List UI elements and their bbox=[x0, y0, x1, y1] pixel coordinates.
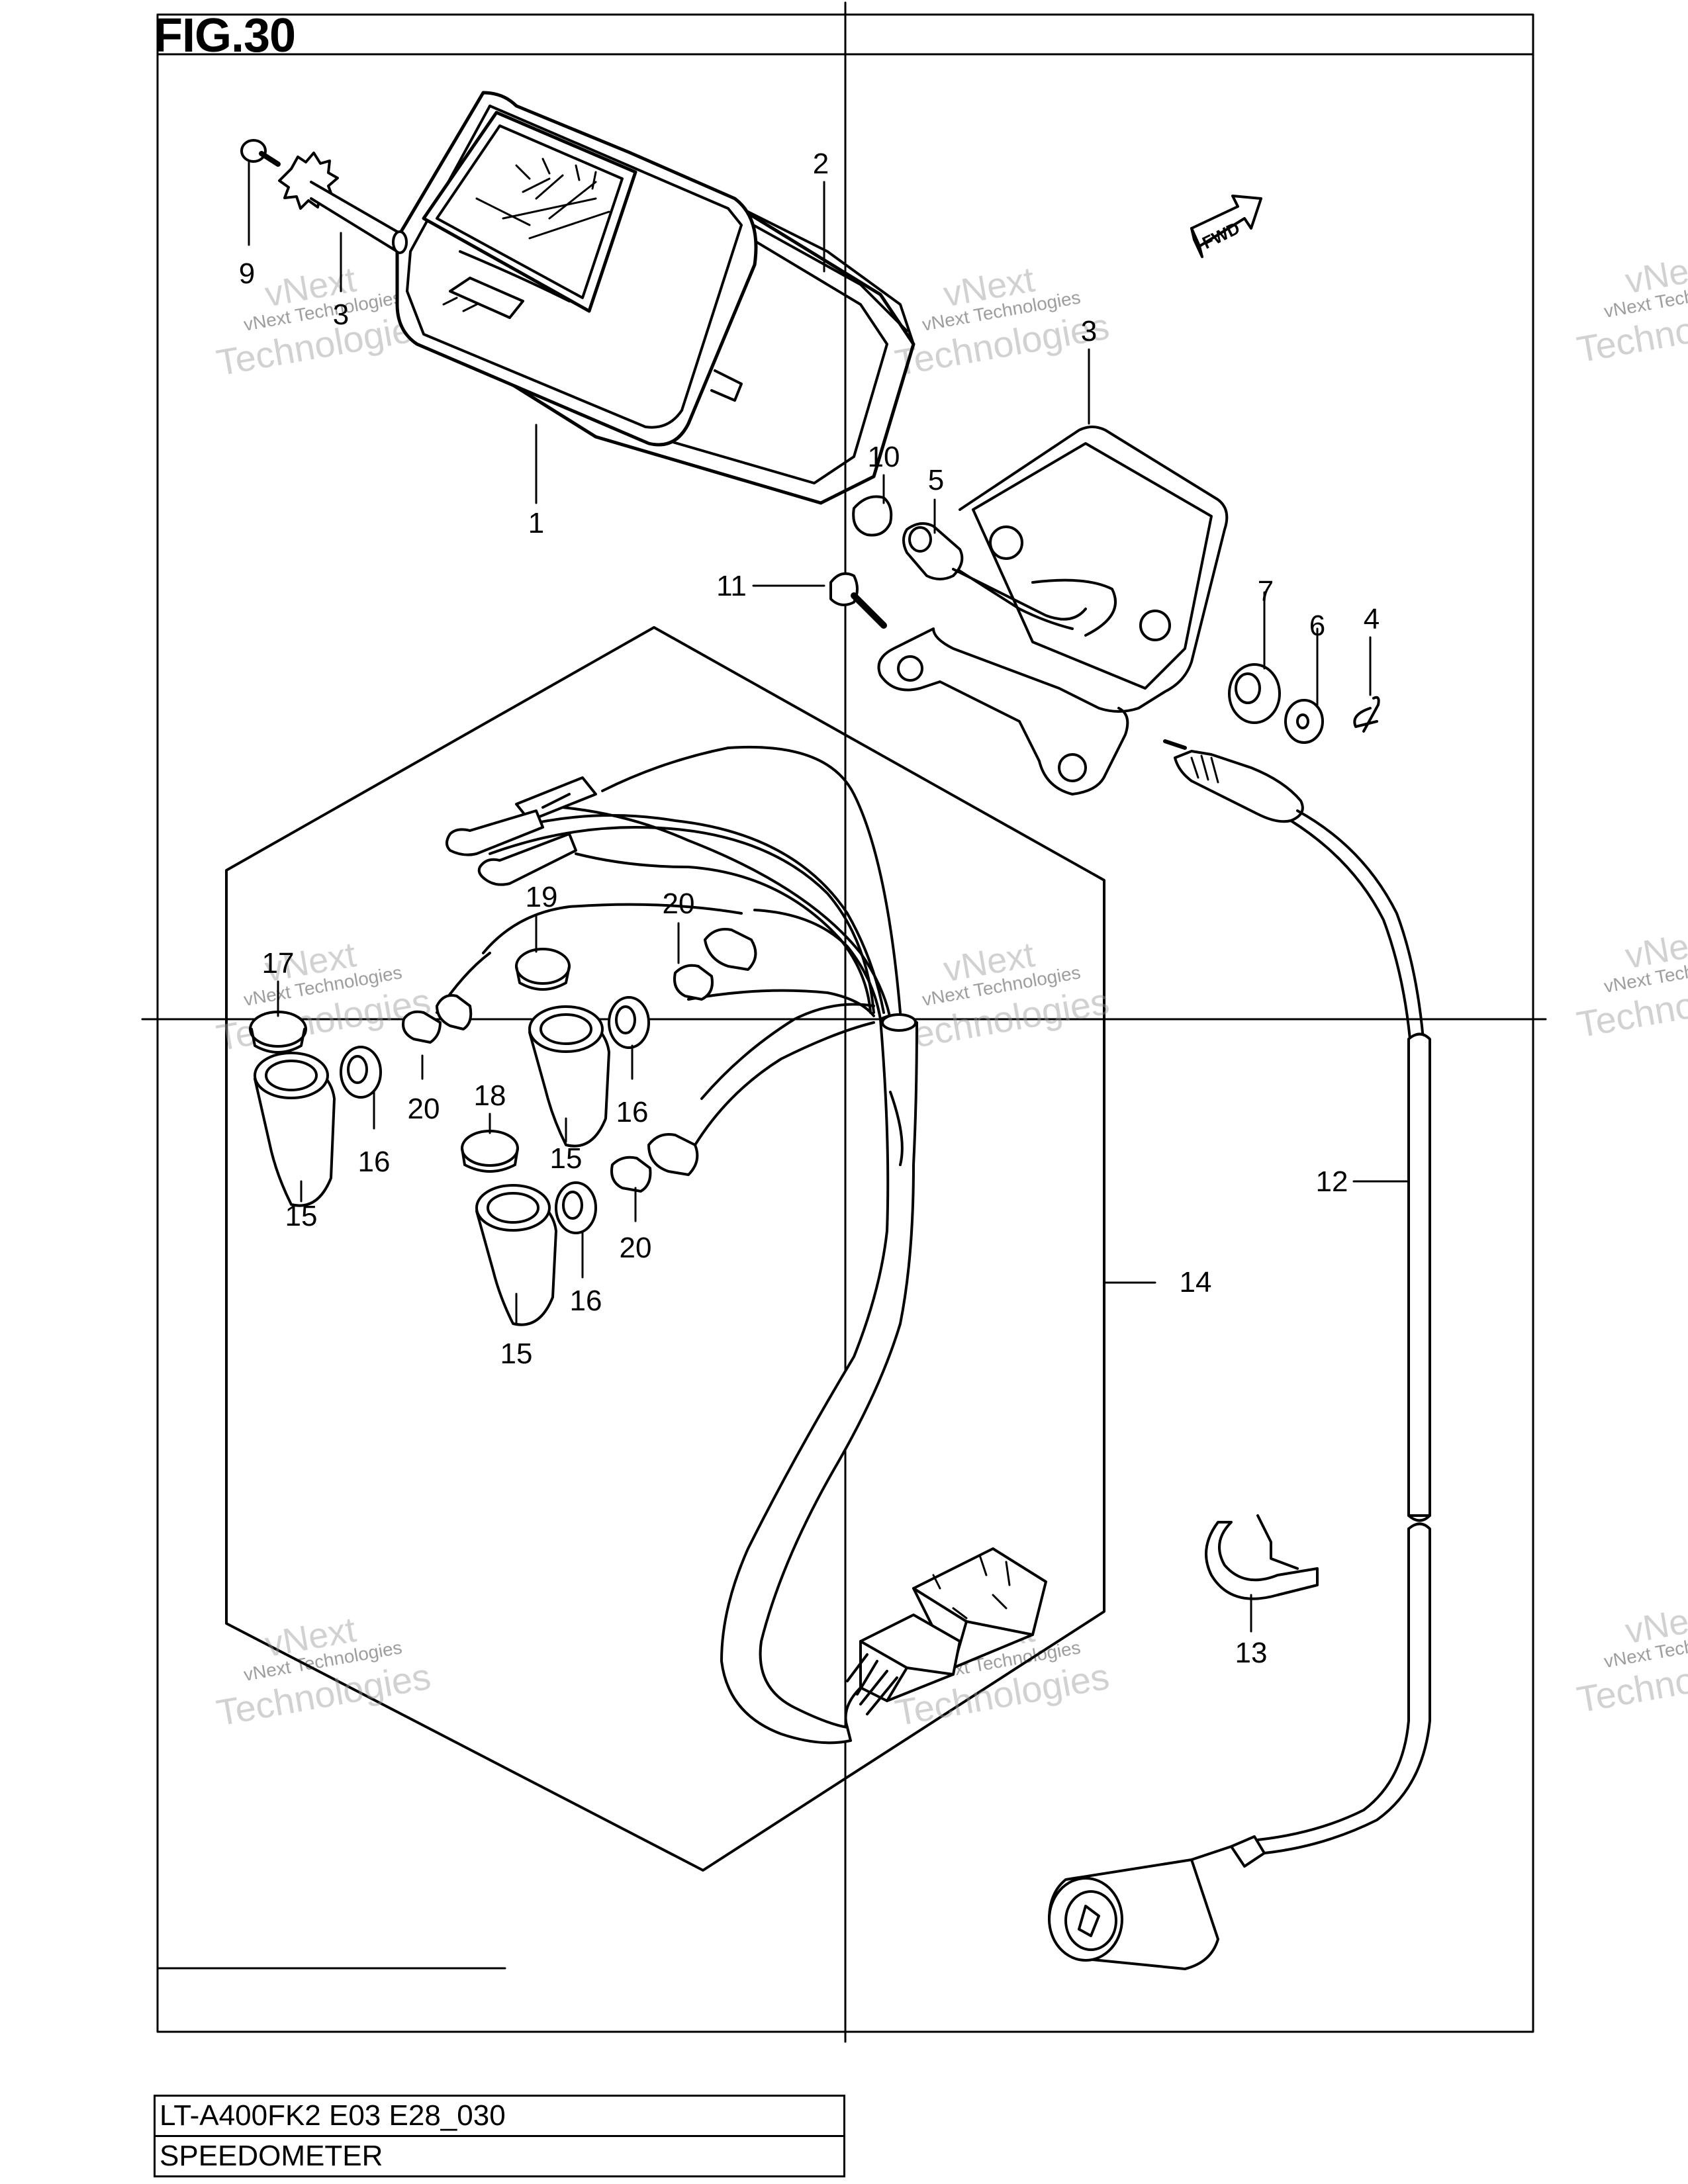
callout-18: 18 bbox=[474, 1079, 506, 1112]
bulb-holder-part-15-left bbox=[254, 1052, 336, 1207]
harness-coupler bbox=[844, 1547, 1047, 1729]
callout-3: 3 bbox=[333, 298, 349, 331]
indicator-cap-part-18 bbox=[461, 1130, 519, 1173]
bulb-socket-lower bbox=[610, 1021, 875, 1193]
callout-12: 12 bbox=[1316, 1165, 1348, 1198]
meter-bracket bbox=[877, 426, 1229, 796]
callout-6: 6 bbox=[1309, 610, 1325, 642]
callout-14: 14 bbox=[1180, 1266, 1212, 1298]
callout-13: 13 bbox=[1235, 1637, 1268, 1669]
rubber-ring-part-16-left bbox=[340, 1046, 382, 1099]
speedometer-meter-assembly bbox=[395, 91, 915, 505]
bulb-holder-part-15-center bbox=[528, 1005, 610, 1148]
socket-part-5 bbox=[902, 522, 1087, 621]
watermark-group: vNext vNext Technologies Technologies vN… bbox=[213, 246, 1688, 1733]
callout-20: 20 bbox=[620, 1232, 652, 1264]
clamp-part-13 bbox=[1205, 1514, 1319, 1600]
callout-3: 3 bbox=[1081, 315, 1097, 347]
callout-5: 5 bbox=[928, 464, 944, 496]
part-group-name: SPEEDOMETER bbox=[154, 2135, 845, 2177]
model-code: LT-A400FK2 E03 E28_030 bbox=[154, 2095, 845, 2137]
diagram-frame bbox=[141, 1, 1547, 2043]
rubber-ring-part-16-center bbox=[608, 996, 650, 1049]
callout-9: 9 bbox=[239, 257, 255, 290]
callout-1: 1 bbox=[528, 507, 544, 539]
callout-17: 17 bbox=[262, 947, 295, 979]
model-info-table: LT-A400FK2 E03 E28_030 SPEEDOMETER bbox=[154, 2095, 845, 2177]
bulb-socket-left bbox=[402, 994, 473, 1044]
drive-gear-and-screw bbox=[240, 139, 408, 254]
callout-4: 4 bbox=[1364, 603, 1380, 635]
fwd-arrow-icon: FWD bbox=[1190, 195, 1262, 258]
grommet-part-7 bbox=[1228, 663, 1281, 724]
callout-labels: 1 2 3 3 4 5 6 7 9 10 11 12 13 14 15 15 1… bbox=[239, 148, 1380, 1669]
indicator-cap-part-17 bbox=[249, 1011, 307, 1054]
screw-part-11 bbox=[829, 572, 887, 629]
callout-7: 7 bbox=[1258, 575, 1274, 608]
callout-16: 16 bbox=[570, 1285, 602, 1317]
bulb-holder-part-15-lower bbox=[475, 1184, 557, 1326]
leader-lines bbox=[248, 161, 1410, 1633]
callout-16: 16 bbox=[616, 1096, 649, 1128]
bulb-part-10 bbox=[852, 495, 893, 537]
rubber-ring-part-16-lower bbox=[555, 1181, 597, 1234]
harness-kit-outline bbox=[225, 626, 1105, 1872]
callout-16: 16 bbox=[358, 1146, 391, 1178]
callout-15: 15 bbox=[500, 1338, 533, 1370]
callout-20: 20 bbox=[663, 887, 695, 920]
indicator-cap-part-19 bbox=[515, 948, 571, 991]
speedometer-cable-part-12 bbox=[1048, 739, 1431, 1970]
washer-part-6 bbox=[1284, 699, 1324, 744]
cotter-pin-part-4 bbox=[1353, 696, 1380, 733]
callout-11: 11 bbox=[716, 570, 747, 602]
callout-2: 2 bbox=[813, 148, 829, 180]
bulb-socket-center bbox=[673, 928, 757, 1001]
callout-20: 20 bbox=[408, 1093, 440, 1125]
wiring-harness-part-14 bbox=[436, 745, 1047, 1745]
callout-15: 15 bbox=[550, 1142, 583, 1175]
callout-19: 19 bbox=[526, 881, 558, 913]
callout-15: 15 bbox=[285, 1200, 318, 1232]
callout-10: 10 bbox=[868, 441, 900, 473]
